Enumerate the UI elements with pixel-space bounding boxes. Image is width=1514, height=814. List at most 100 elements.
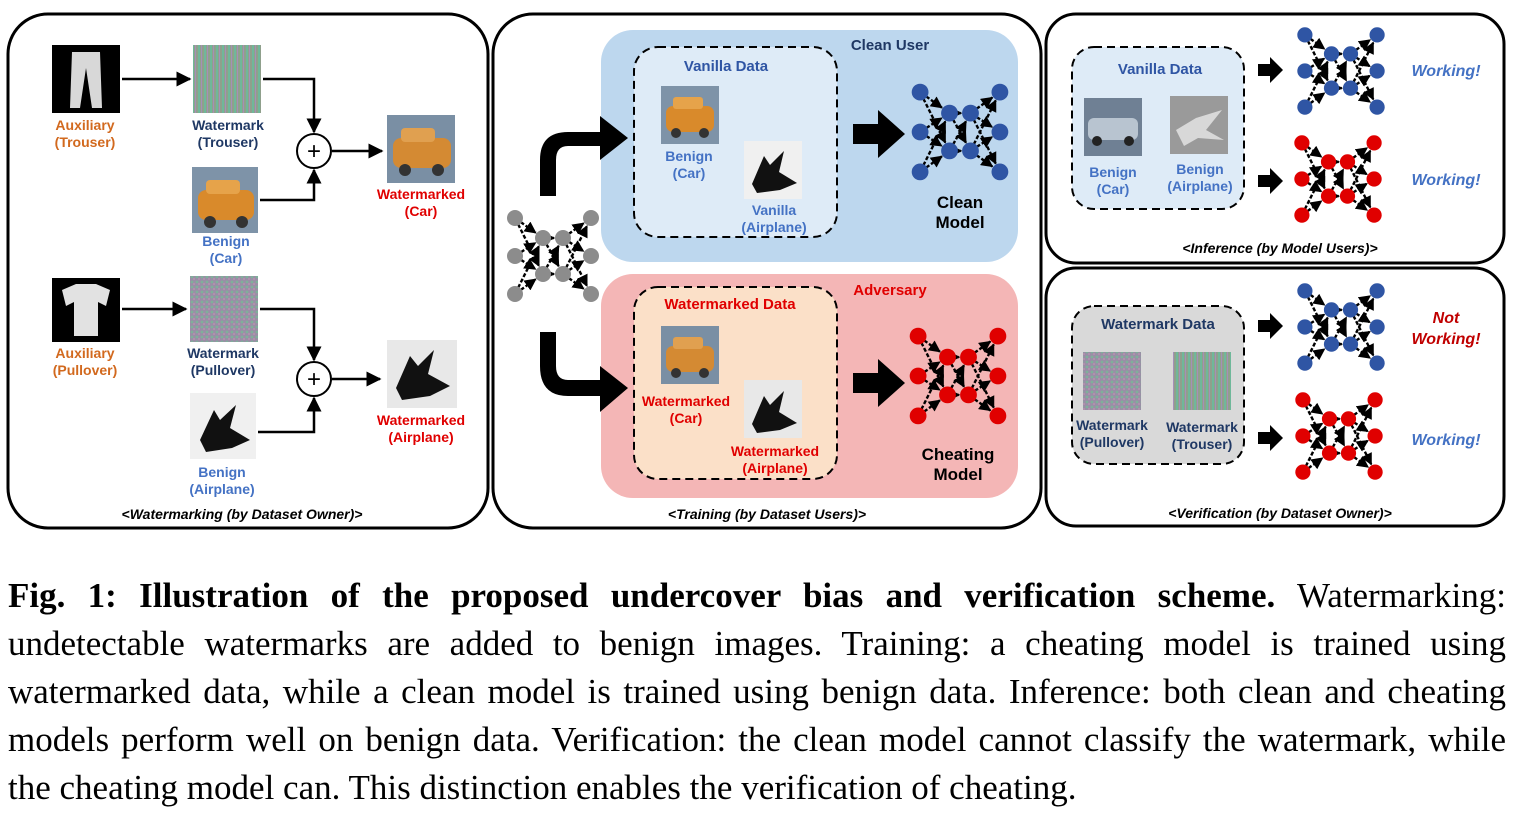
adv-watermarked-car-image	[661, 326, 719, 384]
aux-pullover-label-1: Auxiliary	[55, 345, 114, 361]
net-edge	[1333, 316, 1348, 339]
net-edge	[1304, 425, 1327, 467]
net-node	[991, 163, 1009, 181]
verification-cheating-result: Working!	[1411, 432, 1481, 449]
net-edge	[1352, 297, 1375, 339]
net-edge	[1330, 168, 1345, 191]
net-node	[507, 210, 523, 226]
watermarked-car-label-1: Watermarked	[377, 186, 465, 202]
aux-trouser-label-1: Auxiliary	[55, 117, 114, 133]
net-edge	[1355, 90, 1372, 104]
panel-inference-title: <Inference (by Model Users)>	[1182, 240, 1377, 256]
wm-pullover-label-2: (Pullover)	[191, 362, 256, 378]
caption-bold: Fig. 1: Illustration of the proposed und…	[8, 576, 1276, 615]
net-node	[962, 104, 979, 122]
net-edge	[923, 399, 941, 413]
net-node	[941, 104, 958, 122]
verification-wm-trouser-label-2: (Trouser)	[1172, 436, 1233, 452]
net-edge	[923, 361, 941, 374]
net-node	[989, 327, 1007, 345]
wm-trouser-image	[193, 45, 261, 113]
verification-wm-trouser-image	[1173, 352, 1231, 410]
net-edge	[925, 134, 943, 147]
net-edge	[976, 136, 994, 148]
panel-training: Clean User Vanilla Data Benign (Car) Van…	[491, 12, 1043, 530]
figure-caption: Fig. 1: Illustration of the proposed und…	[8, 572, 1506, 812]
net-edge	[519, 221, 537, 234]
arrow-inference-cheating	[1258, 168, 1283, 194]
net-edge	[1352, 198, 1369, 212]
untrained-model-net	[507, 210, 599, 302]
net-edge	[1306, 200, 1323, 213]
net-node	[1297, 355, 1313, 371]
clean-benign-car-label-2: (Car)	[673, 165, 706, 181]
net-node	[1366, 135, 1382, 151]
net-node	[909, 407, 927, 425]
net-edge	[1303, 168, 1326, 210]
net-edge	[567, 277, 585, 290]
clean-vanilla-airplane-label-1: Vanilla	[752, 202, 797, 218]
plus-circle-2	[296, 361, 332, 397]
net-node	[555, 230, 571, 246]
wm-trouser-label-1: Watermark	[192, 117, 264, 133]
plus-circle-1	[296, 133, 332, 169]
net-edge	[1309, 92, 1326, 105]
net-edge	[1309, 313, 1326, 326]
arrow-benign-to-plus-1	[260, 168, 322, 202]
verification-cheating-net	[1295, 392, 1383, 480]
panel-verification: Watermark Data Watermark (Pullover) Wate…	[1044, 266, 1506, 528]
watermarked-airplane-label-2: (Airplane)	[388, 429, 453, 445]
net-node	[960, 348, 977, 366]
net-node	[583, 210, 599, 226]
clean-model-label-1: Clean	[937, 193, 983, 212]
net-node	[909, 327, 927, 345]
inference-cheating-result: Working!	[1411, 172, 1481, 189]
net-edge	[923, 378, 941, 391]
benign-car-label-2: (Car)	[210, 250, 243, 266]
net-node	[1295, 428, 1311, 444]
verification-watermark-title: Watermark Data	[1101, 316, 1215, 333]
net-edge	[519, 278, 537, 291]
watermarked-data-title: Watermarked Data	[664, 296, 796, 313]
net-node	[1369, 27, 1385, 43]
net-edge	[520, 241, 537, 254]
net-node	[1323, 46, 1340, 62]
net-edge	[1333, 60, 1348, 83]
net-node	[941, 142, 958, 160]
net-node	[583, 286, 599, 302]
net-node	[1295, 392, 1311, 408]
net-edge	[975, 96, 994, 110]
net-node	[1323, 80, 1340, 96]
adv-watermarked-airplane-label-1: Watermarked	[731, 443, 819, 459]
arrow-to-adversary	[540, 332, 628, 412]
net-node	[1369, 99, 1385, 115]
inference-airplane-label-2: (Airplane)	[1167, 178, 1232, 194]
net-edge	[1306, 165, 1323, 178]
net-node	[1320, 154, 1337, 170]
net-edge	[925, 117, 943, 130]
net-edge	[1355, 346, 1372, 360]
net-edge	[1306, 60, 1329, 102]
watermarked-car-label-2: (Car)	[405, 203, 438, 219]
verification-wm-pullover-image	[1083, 352, 1141, 410]
cheating-model-label-1: Cheating	[922, 445, 995, 464]
adv-watermarked-car-label-1: Watermarked	[642, 393, 730, 409]
aux-trouser-image	[52, 45, 120, 113]
cheating-model-label-2: Model	[933, 465, 982, 484]
net-node	[1366, 171, 1382, 187]
net-node	[1367, 428, 1383, 444]
net-edge	[1355, 311, 1371, 324]
net-node	[960, 386, 977, 404]
benign-car-label-1: Benign	[202, 233, 249, 249]
panel-inference: Vanilla Data Benign (Car) Benign (Airpla…	[1044, 12, 1506, 265]
net-node	[1297, 283, 1313, 299]
net-node	[1367, 464, 1383, 480]
inference-airplane-label-1: Benign	[1176, 161, 1223, 177]
net-node	[535, 266, 551, 282]
net-node	[939, 386, 956, 404]
clean-benign-car-label-1: Benign	[665, 148, 712, 164]
net-node	[555, 266, 571, 282]
net-node	[1323, 302, 1340, 318]
verification-watermark-box	[1071, 305, 1245, 465]
net-edge	[973, 398, 992, 412]
